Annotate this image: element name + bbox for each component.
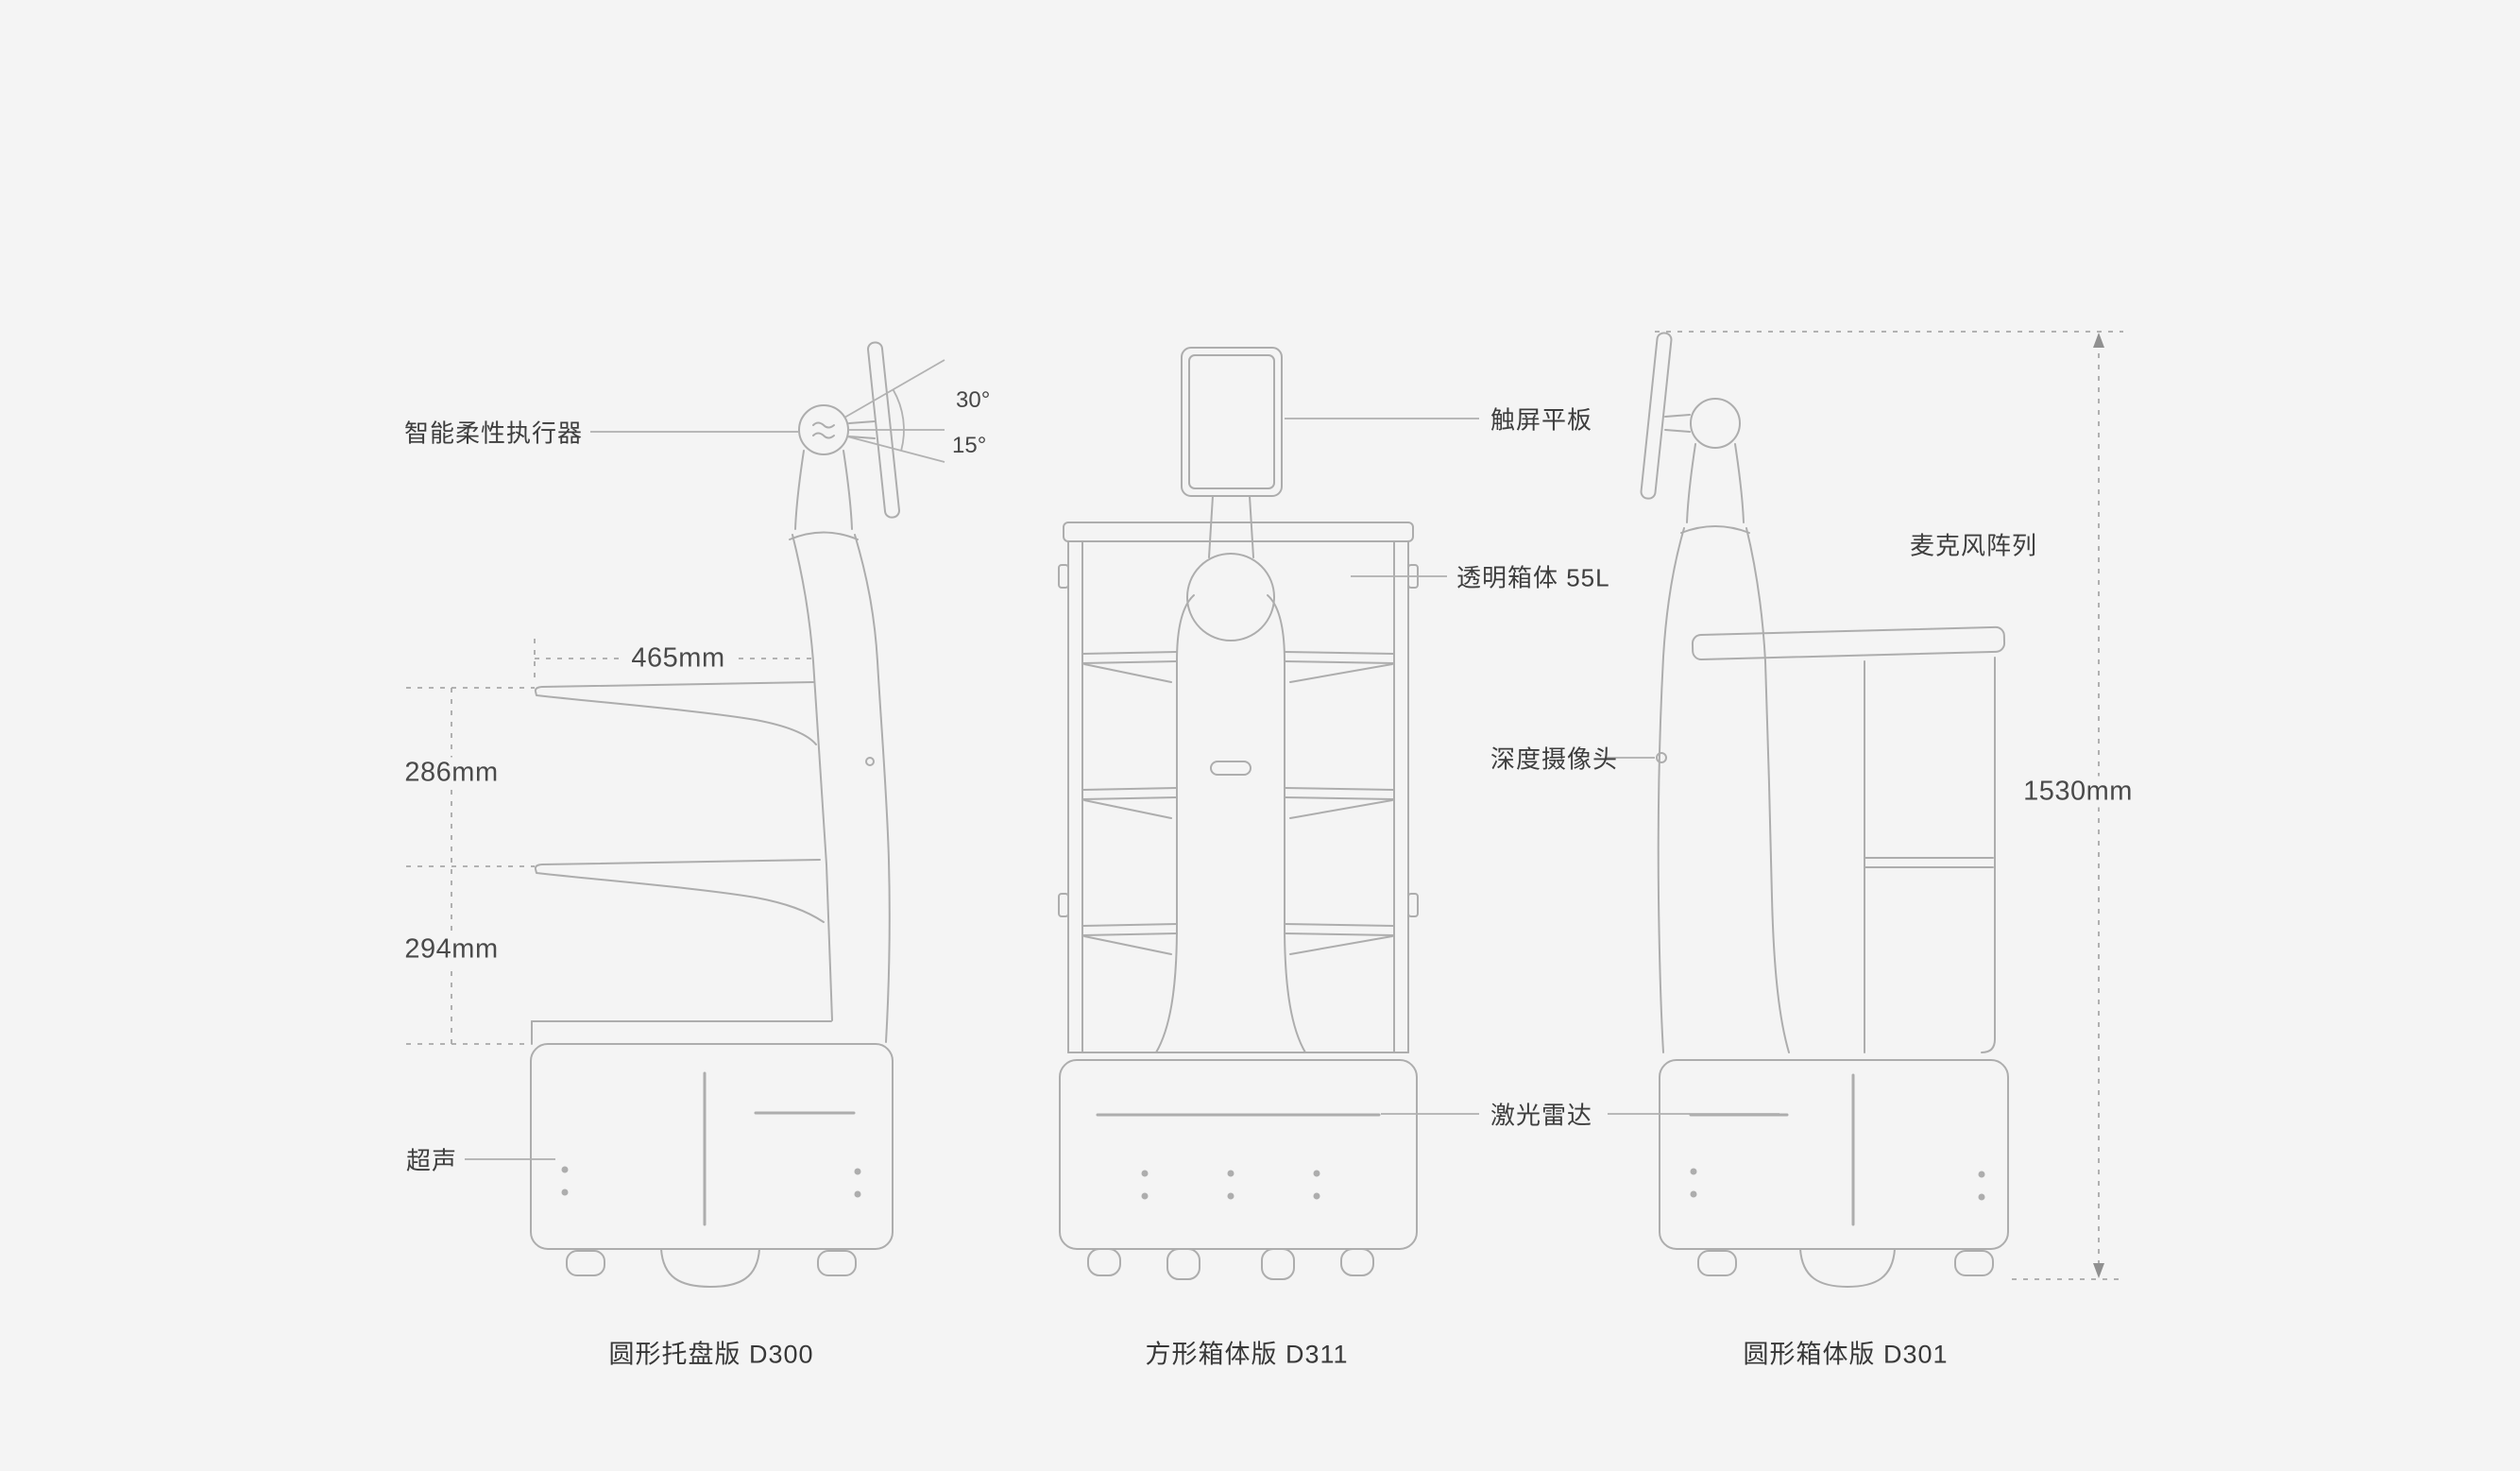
d311-neck-collar bbox=[1186, 553, 1275, 641]
d301-base bbox=[1659, 1059, 2009, 1250]
mic-array-label: 麦克风阵列 bbox=[1910, 531, 2038, 560]
d311-tablet bbox=[1181, 347, 1283, 497]
d301-ultrasonic-dots bbox=[1690, 1168, 1985, 1201]
d300-drive-wheel bbox=[660, 1248, 760, 1288]
robot-d300-drawing bbox=[530, 341, 900, 1288]
dim-gap-lower-label: 294mm bbox=[393, 933, 510, 966]
caption-d301: 圆形箱体版 D301 bbox=[1743, 1340, 1949, 1369]
d301-depth-camera bbox=[1656, 752, 1667, 763]
leader-lines bbox=[465, 418, 1779, 1160]
arrow-down bbox=[2093, 1263, 2104, 1278]
d301-actuator-joint bbox=[1690, 398, 1741, 449]
d311-base bbox=[1059, 1059, 1418, 1250]
d300-ultrasonic-dots bbox=[561, 1166, 861, 1198]
d311-shelves-right bbox=[1284, 651, 1395, 955]
caption-d300: 圆形托盘版 D300 bbox=[608, 1340, 814, 1369]
d301-drive-wheel bbox=[1799, 1248, 1896, 1288]
tilt-angle-top-label: 30° bbox=[956, 387, 991, 413]
arrow-up bbox=[2093, 333, 2104, 348]
ultrasonic-label: 超声 bbox=[405, 1146, 457, 1175]
d311-handle bbox=[1210, 761, 1251, 776]
d301-screen-panel bbox=[1640, 332, 1673, 500]
tilt-angle-lines bbox=[843, 359, 945, 463]
lidar-label: 激光雷达 bbox=[1490, 1101, 1593, 1130]
dim-total-height-label: 1530mm bbox=[2012, 776, 2144, 808]
d300-actuator-joint bbox=[798, 404, 849, 455]
tilt-angle-bottom-label: 15° bbox=[952, 433, 987, 458]
robot-d311-drawing bbox=[1058, 347, 1419, 1280]
depth-camera-label: 深度摄像头 bbox=[1490, 744, 1619, 774]
d311-shelves-left bbox=[1081, 651, 1178, 955]
d300-base bbox=[530, 1043, 894, 1250]
d311-ultrasonic-dots bbox=[1141, 1170, 1320, 1200]
dimension-lines bbox=[406, 331, 2123, 1280]
actuator-label: 智能柔性执行器 bbox=[403, 419, 583, 448]
transparent-box-label: 透明箱体 55L bbox=[1456, 563, 1610, 592]
caption-d311: 方形箱体版 D311 bbox=[1145, 1340, 1349, 1369]
robot-d301-drawing bbox=[1640, 332, 2009, 1288]
tablet-label: 触屏平板 bbox=[1490, 405, 1593, 435]
dim-tray-width-label: 465mm bbox=[620, 642, 737, 675]
dim-gap-upper-label: 286mm bbox=[393, 757, 510, 789]
